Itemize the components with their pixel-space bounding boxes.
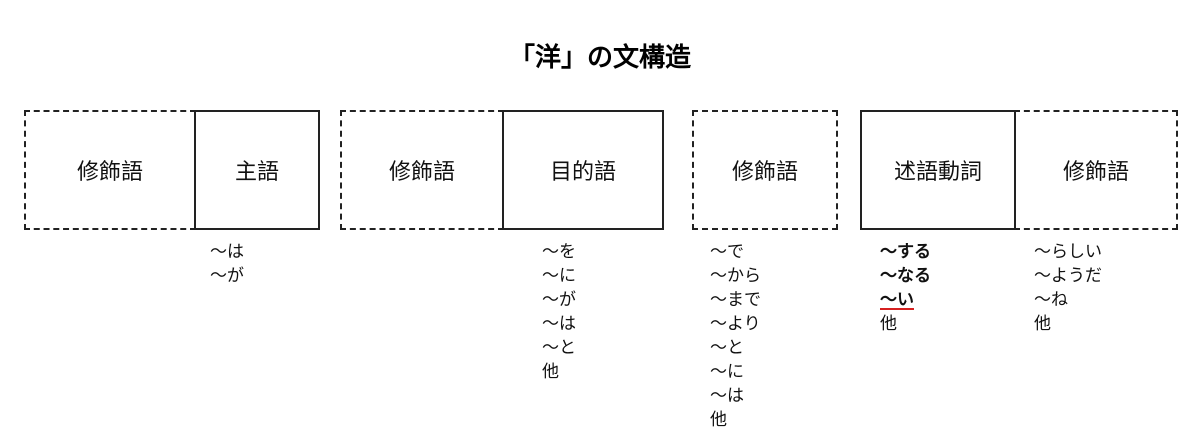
list-item: 他 [1034,314,1051,334]
list-item: ～まで [710,290,761,310]
list-item: ～ね [1034,290,1068,310]
modifier-adverbial-particles: ～で ～から ～まで ～より ～と ～に ～は 他 [710,240,761,432]
diagram-title: 「洋」の文構造 [508,43,691,73]
modifier-box-4: 修飾語 [1014,110,1178,230]
list-item: 他 [710,410,727,430]
modifier-label-2: 修飾語 [388,160,455,185]
object-particles: ～を ～に ～が ～は ～と 他 [542,240,576,384]
list-item: ～らしい [1034,242,1102,262]
list-item: ～が [210,266,244,286]
list-item: ～い [880,290,914,310]
predicate-label: 述語動詞 [893,160,982,185]
list-item: ～する [880,242,931,262]
predicate-box: 述語動詞 [860,110,1016,230]
modifier-label-1: 修飾語 [76,160,143,185]
predicate-particles: ～する ～なる ～い 他 [880,240,931,336]
modifier-box-2: 修飾語 [340,110,504,230]
modifier-box-1: 修飾語 [24,110,196,230]
list-item: ～に [542,266,576,286]
modifier-final-particles: ～らしい ～ようだ ～ね 他 [1034,240,1102,336]
list-item: 他 [542,362,559,382]
subject-label: 主語 [234,160,279,185]
modifier-label-4: 修飾語 [1062,160,1129,185]
list-item: ～に [710,362,744,382]
list-item: ～ようだ [1034,266,1102,286]
list-item: ～より [710,314,761,334]
object-box: 目的語 [502,110,664,230]
list-item: ～を [542,242,576,262]
list-item: 他 [880,314,897,334]
subject-particles: ～は ～が [210,240,244,288]
modifier-box-3: 修飾語 [692,110,838,230]
list-item: ～は [542,314,576,334]
list-item: ～が [542,290,576,310]
list-item: ～は [210,242,244,262]
modifier-label-3: 修飾語 [731,160,798,185]
list-item: ～と [710,338,744,358]
object-label: 目的語 [549,160,616,185]
list-item: ～から [710,266,761,286]
subject-box: 主語 [194,110,320,230]
list-item: ～で [710,242,744,262]
list-item: ～は [710,386,744,406]
list-item: ～と [542,338,576,358]
list-item: ～なる [880,266,931,286]
